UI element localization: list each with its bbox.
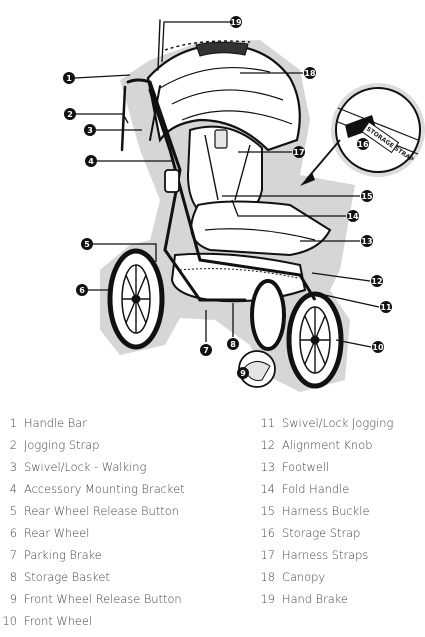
svg-text:19: 19 [230,18,242,27]
frame-illustration [120,19,302,302]
callout-14: 14 [347,210,359,222]
rear-wheel-illustration [107,248,286,351]
storage-strap-inset: STORAGE STRAP [300,83,425,186]
callout-6: 6 [76,284,88,296]
svg-text:18: 18 [304,69,316,78]
svg-text:10: 10 [372,343,384,352]
svg-text:16: 16 [357,140,369,149]
callout-5: 5 [81,238,93,250]
svg-text:5: 5 [84,240,90,249]
callout-2: 2 [64,108,76,120]
callout-8: 8 [227,338,239,350]
svg-text:9: 9 [240,369,246,378]
callout-markers: 1 2 3 4 5 6 7 8 9 10 11 12 13 14 15 16 1… [63,16,392,379]
canopy-illustration [146,40,301,152]
callout-9: 9 [237,367,249,379]
svg-text:12: 12 [371,277,382,286]
svg-text:14: 14 [347,212,359,221]
callout-15: 15 [361,190,373,202]
callout-11: 11 [380,301,392,313]
svg-text:3: 3 [87,126,93,135]
callout-4: 4 [85,155,97,167]
callout-13: 13 [361,235,373,247]
svg-text:2: 2 [67,110,73,119]
callout-10: 10 [372,341,384,353]
svg-text:11: 11 [380,303,392,312]
svg-text:13: 13 [361,237,372,246]
svg-text:15: 15 [361,192,373,201]
callout-1: 1 [63,72,75,84]
seat-illustration [186,125,332,257]
callout-16: 16 [357,138,369,150]
callout-18: 18 [304,67,316,79]
svg-text:7: 7 [203,346,209,355]
callout-7: 7 [200,344,212,356]
callout-3: 3 [84,124,96,136]
svg-text:1: 1 [66,74,72,83]
stroller-diagram: STORAGE STRAP 1 2 3 4 5 6 7 8 9 10 1 [63,16,425,392]
svg-text:4: 4 [88,157,94,166]
front-wheel-illustration [286,274,344,389]
callout-17: 17 [293,146,305,158]
svg-text:8: 8 [230,340,236,349]
callout-12: 12 [371,275,383,287]
svg-text:6: 6 [79,286,85,295]
leader-lines [74,21,380,348]
svg-text:17: 17 [293,148,304,157]
callout-19: 19 [230,16,242,28]
